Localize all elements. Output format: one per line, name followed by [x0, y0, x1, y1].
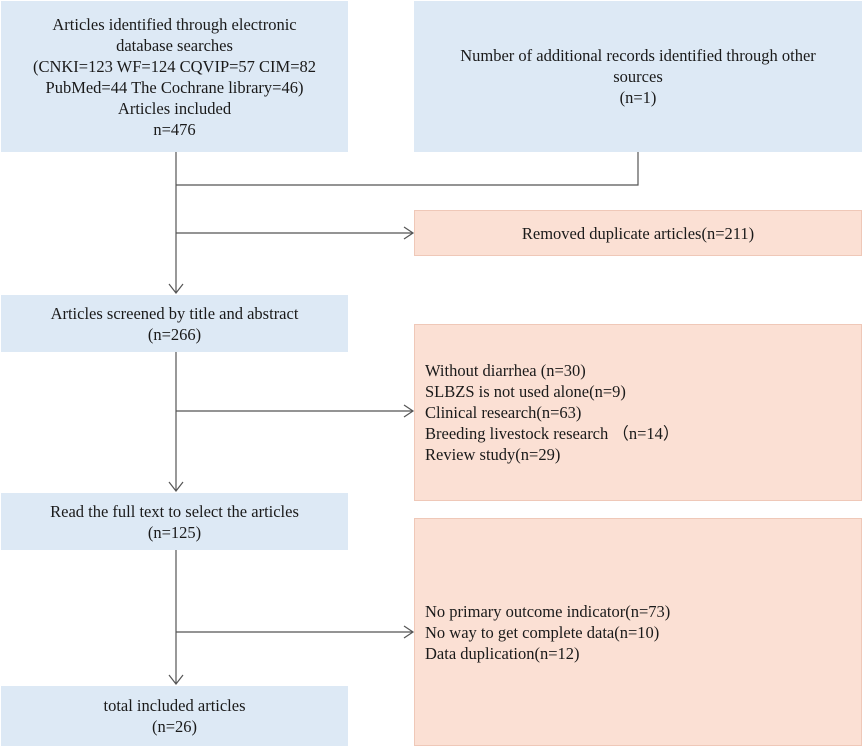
box-screened-line-2: (n=266) [147, 324, 202, 344]
box-exclusions-full-text: No primary outcome indicator(n=73) No wa… [414, 518, 862, 746]
box-duplicates-removed: Removed duplicate articles(n=211) [414, 210, 862, 256]
box-full-text-line-2: (n=125) [147, 522, 202, 542]
connector-other-sources-merge [176, 152, 639, 186]
arrowhead-to-duplicates [403, 226, 415, 240]
box-screened: Articles screened by title and abstract … [1, 295, 348, 352]
box-included-line-1: total included articles [103, 696, 246, 715]
box-records-identified-line-4: PubMed=44 The Cochrane library=46) [45, 77, 304, 97]
arrowhead-to-full-text [168, 481, 184, 492]
box-records-identified-line-2: database searches [116, 35, 233, 55]
box-exclusions-screening: Without diarrhea (n=30) SLBZS is not use… [414, 324, 862, 501]
box-full-text: Read the full text to select the article… [1, 493, 348, 550]
box-records-identified-line-6: n=476 [153, 119, 196, 139]
exclusion-screening-item-2: SLBZS is not used alone(n=9) [425, 382, 626, 401]
exclusion-full-text-item-2: No way to get complete data(n=10) [425, 622, 660, 642]
box-records-identified-line-1: Articles identified through electronic [52, 14, 297, 34]
arrowhead-to-screened [168, 283, 184, 294]
exclusion-screening-item-3: Clinical research(n=63) [425, 403, 582, 422]
box-duplicates-removed-line-1: Removed duplicate articles(n=211) [521, 223, 755, 243]
box-records-identified: Articles identified through electronic d… [1, 1, 348, 152]
box-other-sources-line-2: sources [613, 67, 663, 86]
box-full-text-line-1: Read the full text to select the article… [50, 501, 299, 521]
box-screened-line-1: Articles screened by title and abstract [50, 303, 299, 323]
arrowhead-to-exclusions-screening [403, 404, 415, 418]
box-included-line-2: (n=26) [151, 717, 198, 736]
box-records-identified-line-3: (CNKI=123 WF=124 CQVIP=57 CIM=82 [32, 56, 317, 76]
box-included: total included articles (n=26) [1, 686, 348, 746]
exclusion-full-text-item-3: Data duplication(n=12) [425, 643, 580, 663]
box-records-identified-line-5: Articles included [117, 98, 232, 118]
arrowhead-to-exclusions-full-text [403, 625, 415, 639]
arrowhead-to-included [168, 674, 184, 685]
box-other-sources-line-1: Number of additional records identified … [460, 46, 816, 65]
exclusion-screening-item-1: Without diarrhea (n=30) [425, 361, 586, 380]
exclusion-screening-item-4: Breeding livestock research （n=14） [425, 424, 680, 443]
box-other-sources: Number of additional records identified … [414, 1, 862, 152]
exclusion-screening-item-5: Review study(n=29) [425, 445, 561, 464]
box-other-sources-line-3: (n=1) [619, 88, 657, 107]
exclusion-full-text-item-1: No primary outcome indicator(n=73) [425, 601, 671, 621]
